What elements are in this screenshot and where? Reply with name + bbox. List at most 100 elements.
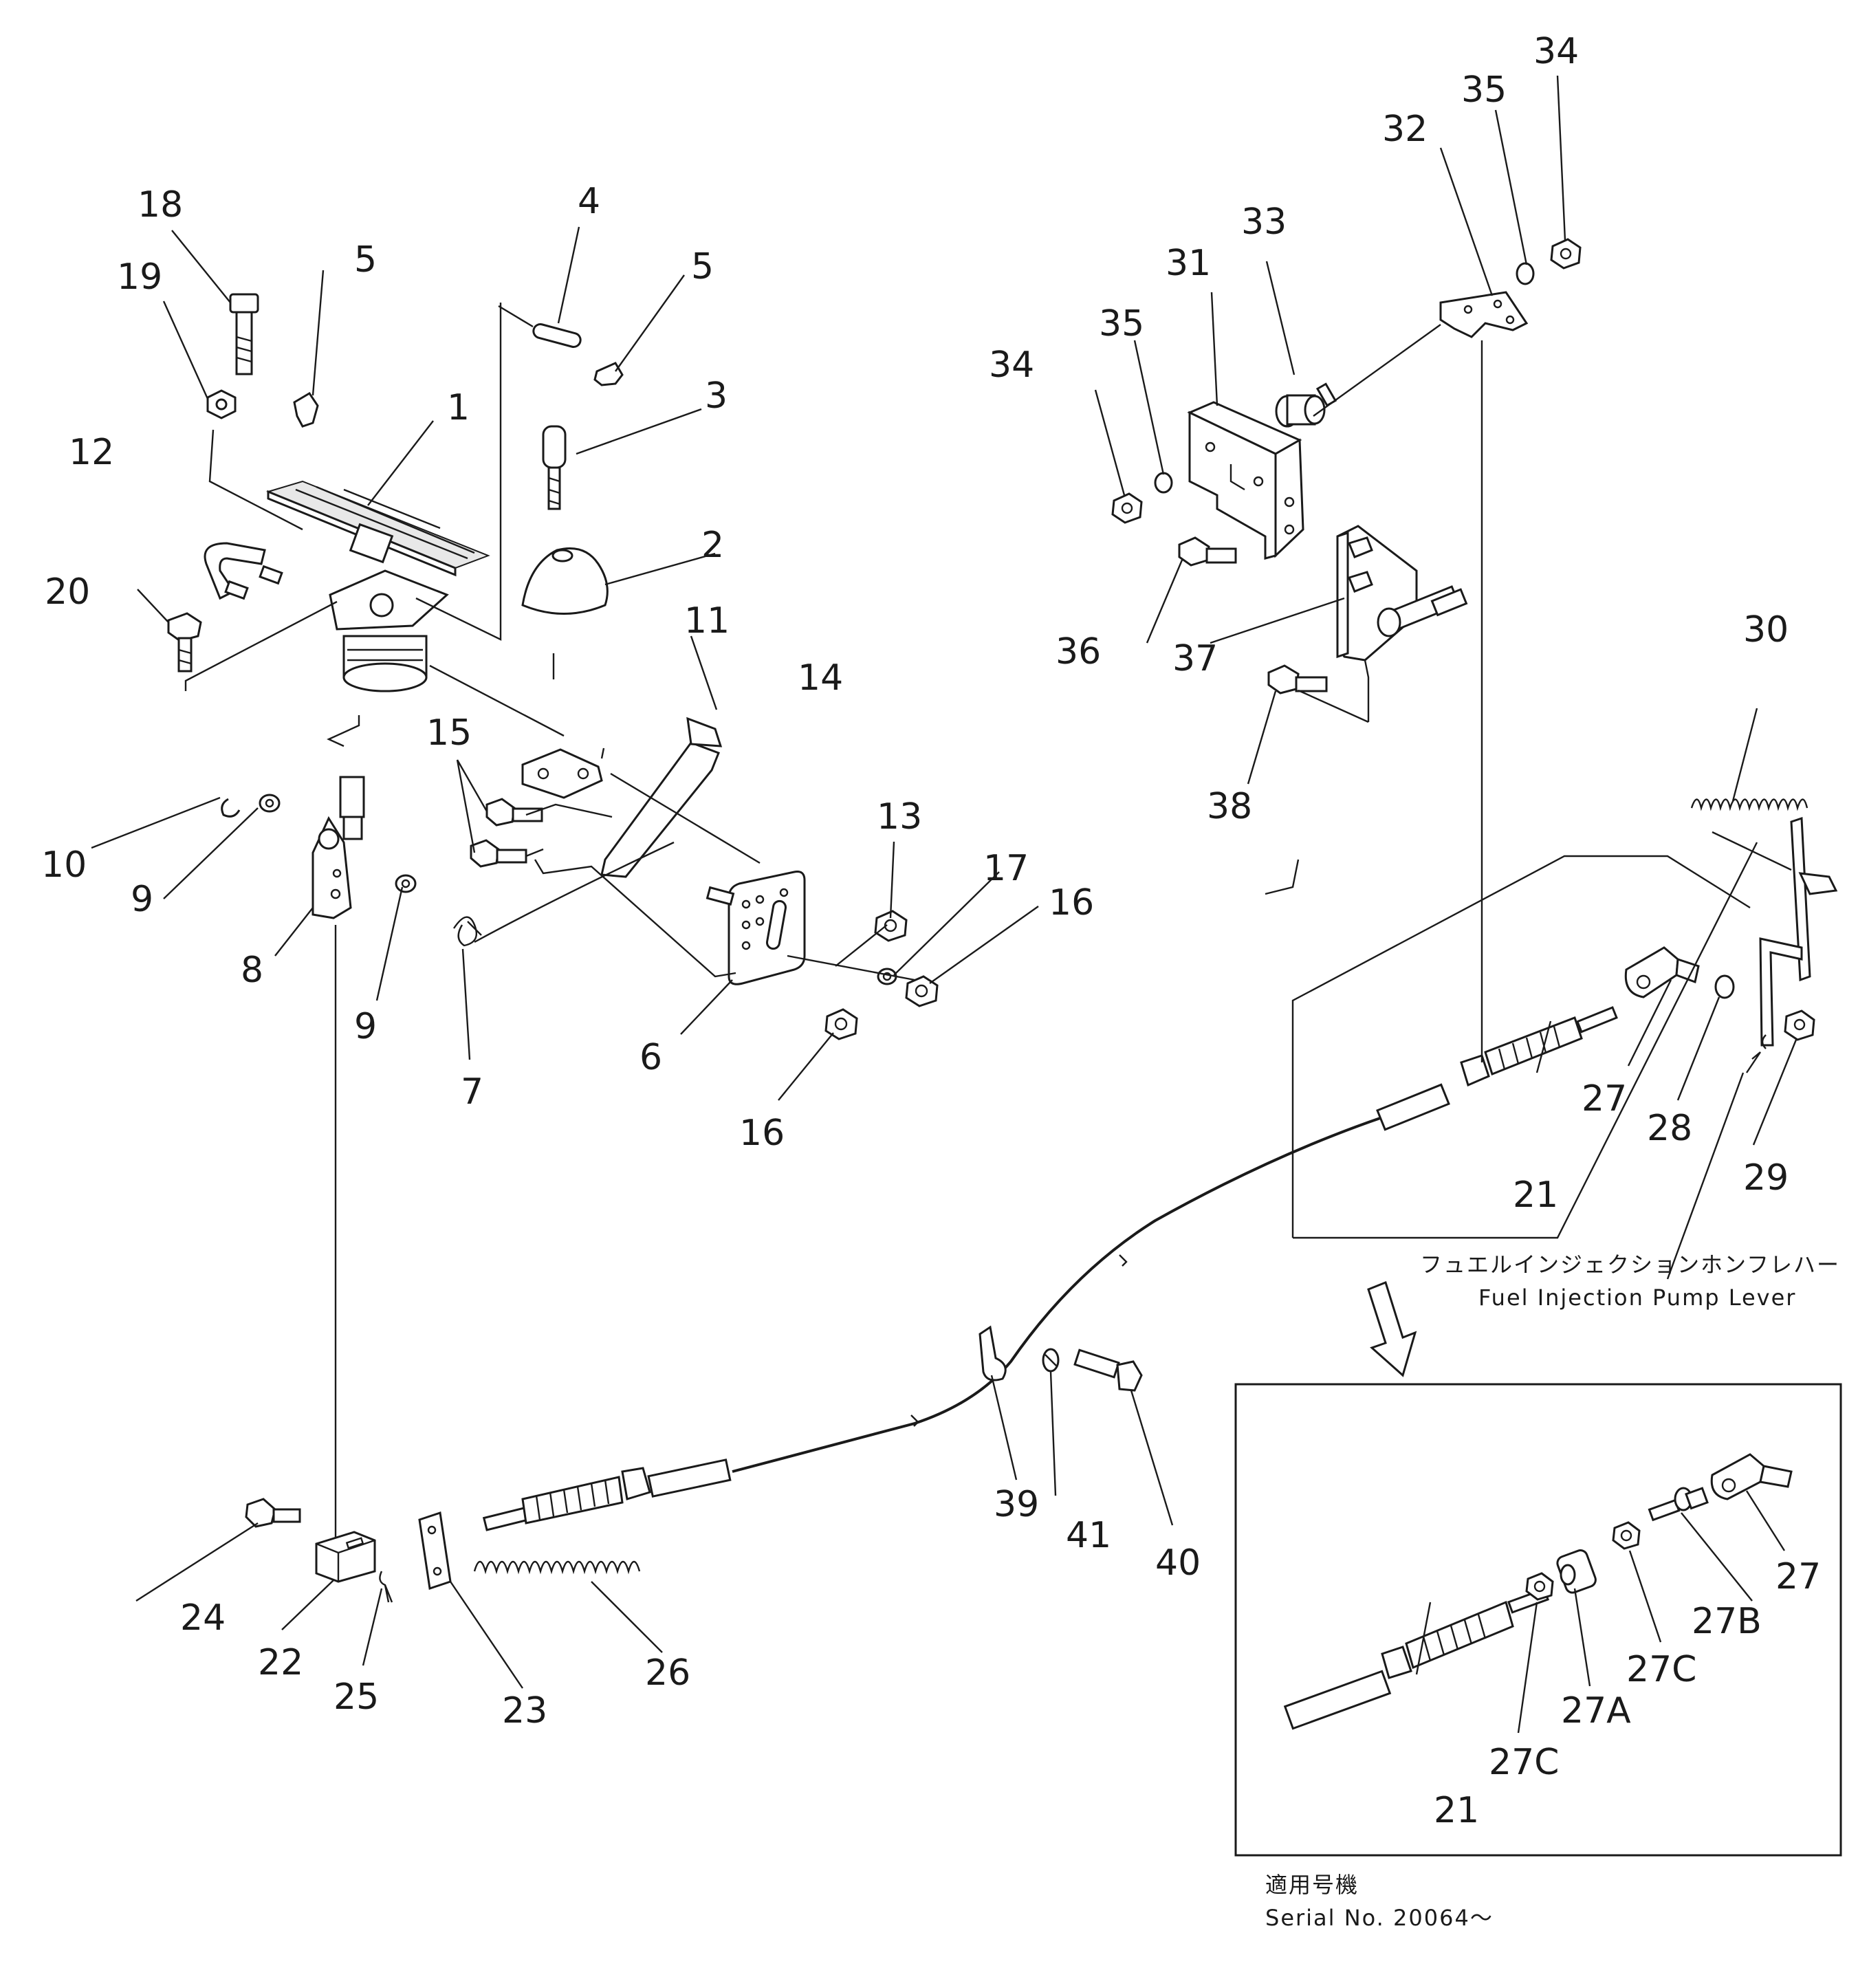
- leader-lines: [91, 75, 1797, 1734]
- part-balljoint-27: [1624, 946, 1700, 998]
- label-25: 25: [334, 1676, 379, 1718]
- label-40: 40: [1155, 1542, 1201, 1584]
- part-nut-16b: [824, 1008, 858, 1040]
- label-39: 39: [994, 1484, 1039, 1525]
- part-washer-35b: [1154, 472, 1173, 494]
- part-spring-26: [473, 1560, 641, 1575]
- label-9-center: 9: [354, 1006, 377, 1047]
- part-clip-7: [453, 916, 482, 947]
- label-11: 11: [684, 600, 730, 642]
- part-boot-2: [521, 547, 609, 615]
- part-bolt-38: [1267, 664, 1328, 695]
- part-bolt-20: [167, 612, 202, 673]
- label-27B: 27B: [1692, 1601, 1762, 1642]
- label-21-main: 21: [1513, 1175, 1558, 1216]
- label-7: 7: [461, 1071, 483, 1113]
- label-31: 31: [1166, 243, 1211, 284]
- part-link-14: [600, 717, 723, 878]
- label-9-left: 9: [131, 879, 153, 920]
- label-23: 23: [502, 1690, 547, 1732]
- part-clip-5b: [593, 362, 624, 386]
- label-1: 1: [447, 387, 470, 428]
- label-19: 19: [117, 256, 162, 298]
- part-stud-33: [1275, 382, 1337, 428]
- part-pump-lever: [1746, 816, 1838, 1073]
- part-bracket-11: [521, 748, 603, 799]
- label-16-bottom: 16: [739, 1113, 785, 1154]
- part-cable-end-left: [482, 1459, 732, 1531]
- label-5-left: 5: [354, 239, 377, 281]
- part-nut-19: [206, 389, 237, 419]
- part-nut-34b: [1111, 492, 1143, 524]
- label-3: 3: [705, 375, 728, 417]
- label-26: 26: [645, 1652, 690, 1694]
- part-bolt-15b: [470, 839, 527, 868]
- part-stopper-3: [542, 425, 567, 510]
- part-plate-23: [418, 1511, 452, 1590]
- detail-inset-box: [1234, 1383, 1842, 1857]
- part-inset-balljoint-27: [1710, 1453, 1793, 1500]
- caption-serial-jp: 適用号機: [1265, 1872, 1359, 1898]
- label-28: 28: [1647, 1108, 1692, 1149]
- label-10: 10: [41, 844, 87, 886]
- part-pin-4: [532, 323, 582, 348]
- part-labels: 1 2 3 4 5 5 6 7 8 9 9 10 11 12 13 14 15 …: [41, 31, 1821, 1831]
- label-27A: 27A: [1561, 1690, 1631, 1732]
- throttle-cable: [732, 1116, 1383, 1473]
- part-snapring-10: [221, 798, 241, 818]
- part-ubolt-12: [204, 542, 283, 600]
- label-27C-upper: 27C: [1626, 1649, 1696, 1690]
- label-17: 17: [983, 848, 1029, 889]
- caption-fuel-lever-en: Fuel Injection Pump Lever: [1478, 1285, 1796, 1311]
- part-nut-29: [1784, 1009, 1815, 1041]
- label-20: 20: [45, 571, 90, 613]
- part-nut-16a: [905, 975, 939, 1007]
- label-37: 37: [1172, 638, 1218, 679]
- part-washer-41: [1042, 1348, 1060, 1373]
- label-38: 38: [1207, 786, 1252, 827]
- label-24: 24: [180, 1597, 226, 1639]
- part-cotterpin-25: [379, 1571, 393, 1603]
- label-27-inset: 27: [1775, 1556, 1821, 1597]
- label-34-top: 34: [1533, 31, 1579, 72]
- label-35-left: 35: [1099, 303, 1144, 345]
- label-18: 18: [138, 184, 183, 226]
- part-inset-cable-21: [1283, 1587, 1549, 1730]
- label-33: 33: [1241, 201, 1287, 243]
- part-washer-35a: [1516, 262, 1535, 285]
- part-bolt-18: [229, 293, 259, 375]
- label-22: 22: [258, 1642, 303, 1683]
- part-inset-stud-27B: [1648, 1487, 1709, 1522]
- label-5-right: 5: [691, 246, 714, 287]
- label-29: 29: [1743, 1157, 1789, 1199]
- part-plate-32: [1439, 291, 1529, 338]
- label-2: 2: [701, 525, 724, 566]
- part-bolt-36: [1178, 536, 1237, 567]
- label-32: 32: [1382, 109, 1428, 150]
- part-pin-24: [245, 1498, 301, 1528]
- label-8: 8: [241, 950, 263, 991]
- label-12: 12: [69, 432, 114, 473]
- label-27C-lower: 27C: [1489, 1742, 1559, 1783]
- part-spring-30: [1690, 798, 1808, 811]
- part-inset-nut-27C-b: [1612, 1521, 1641, 1550]
- part-lever-8: [312, 776, 365, 919]
- label-34-left: 34: [989, 345, 1034, 386]
- label-16-right: 16: [1049, 882, 1094, 924]
- label-4: 4: [578, 181, 600, 222]
- part-pedal-base: [329, 569, 449, 692]
- part-clip-5a: [293, 391, 319, 428]
- label-27-main: 27: [1582, 1078, 1627, 1119]
- part-nut-34a: [1550, 238, 1582, 270]
- label-14: 14: [798, 657, 843, 699]
- label-41: 41: [1066, 1515, 1111, 1556]
- part-washer-9a: [259, 794, 281, 813]
- part-inset-nut-27C-a: [1525, 1572, 1554, 1601]
- caption-fuel-lever-jp: フュエルインジェクションホンフレハー: [1420, 1252, 1840, 1278]
- part-bracket-31: [1187, 401, 1304, 560]
- label-30: 30: [1743, 609, 1789, 651]
- label-13: 13: [877, 796, 922, 838]
- part-pedal: [266, 480, 490, 577]
- label-15: 15: [426, 712, 472, 754]
